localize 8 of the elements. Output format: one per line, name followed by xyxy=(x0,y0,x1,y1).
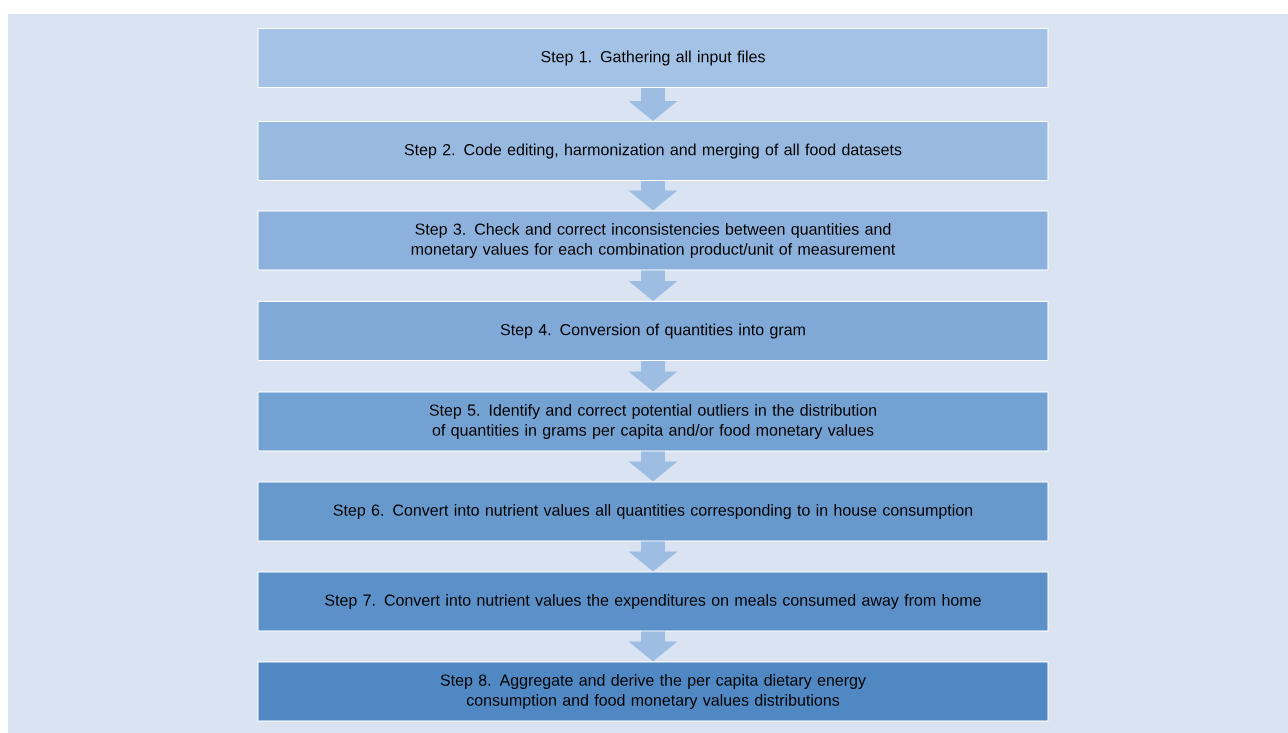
step-box: Step 7. Convert into nutrient values the expenditures on meals consumed away from home xyxy=(257,571,1049,632)
step-box: Step 2. Code editing, harmonization and merging of all food datasets xyxy=(257,121,1049,181)
step-box: Step 6. Convert into nutrient values all quantities corresponding to in house consumption xyxy=(257,481,1049,542)
step-box: Step 4. Conversion of quantities into gram xyxy=(257,301,1049,361)
step-box: Step 5. Identify and correct potential outliers in the distribution of quantities in grams per capita and/or food monetary values xyxy=(257,391,1049,452)
step-box: Step 1. Gathering all input files xyxy=(257,28,1049,88)
step-box: Step 8. Aggregate and derive the per capita dietary energy consumption and food monetary values distributions xyxy=(257,661,1049,722)
step-box: Step 3. Check and correct inconsistencies between quantities and monetary values for each combination product/unit of measurement xyxy=(257,210,1049,271)
